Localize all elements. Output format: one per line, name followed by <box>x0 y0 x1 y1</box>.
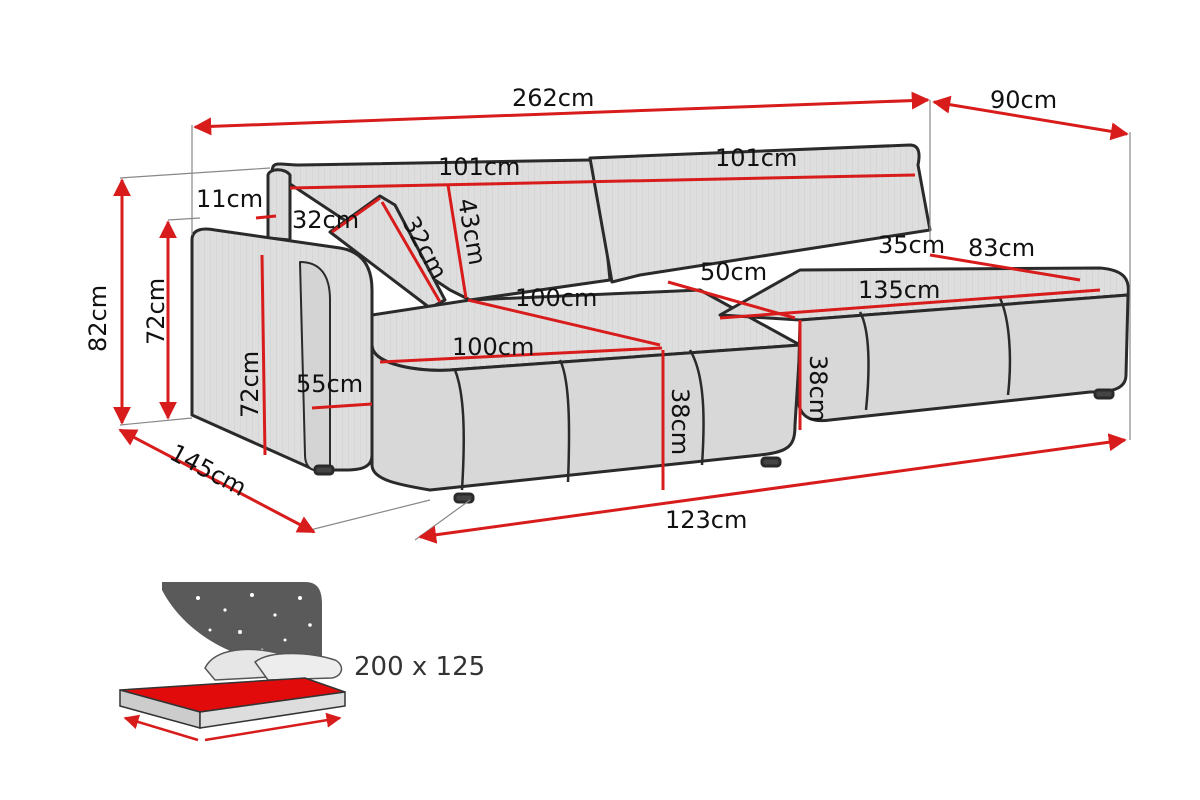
foot <box>760 456 782 468</box>
label-right-seat-width: 135cm <box>858 276 940 304</box>
label-chaise-length: 145cm <box>165 439 251 502</box>
dim-line-back-cushions <box>289 173 916 190</box>
bed-night-icon <box>119 582 346 742</box>
pillow-icon <box>253 652 343 681</box>
label-depth: 90cm <box>990 86 1057 114</box>
left-back-panel <box>266 168 292 242</box>
dim-line-seat-back-left <box>467 298 661 347</box>
dim-line-right-seat-depth <box>667 280 796 320</box>
label-back-cushion-right: 101cm <box>715 144 797 172</box>
label-right-seat-depth: 50cm <box>700 258 767 286</box>
right-seat-front <box>796 293 1130 423</box>
label-front-width: 123cm <box>665 506 747 534</box>
dim-line-depth <box>932 95 1129 141</box>
dim-line-front-width <box>418 433 1127 544</box>
sofa-arm <box>190 227 374 472</box>
label-pillow-width: 32cm <box>292 206 359 234</box>
sofa-drawing <box>190 143 1130 504</box>
foot <box>313 464 335 476</box>
label-arm-height-outer: 72cm <box>142 278 170 345</box>
dim-line-right-back-width <box>929 253 1081 282</box>
label-arm-width: 11cm <box>196 185 263 213</box>
label-seat-height-left: 38cm <box>666 388 694 455</box>
dim-line-arm-width <box>255 214 277 220</box>
sleeping-area-caption: 200 x 125 <box>354 652 485 682</box>
label-seat-height-right: 38cm <box>804 355 832 422</box>
dim-line-pillow-height <box>380 201 442 303</box>
label-seat-back-left: 100cm <box>515 284 597 312</box>
dimension-lines <box>113 91 1129 544</box>
dim-line-pillow-width <box>331 196 381 234</box>
dim-line-backrest-height <box>446 184 468 299</box>
label-seat-depth-left: 55cm <box>296 370 363 398</box>
dim-line-seat-front-left <box>379 346 663 364</box>
throw-pillow <box>328 194 447 310</box>
label-back-cushion-left: 101cm <box>438 153 520 181</box>
mattress-side-right <box>199 691 346 729</box>
stars <box>196 593 312 652</box>
dim-line-total-width <box>193 91 930 136</box>
dim-line-right-seat-width <box>719 288 1101 320</box>
arm-front-face <box>299 261 331 471</box>
foot <box>1093 388 1115 400</box>
dim-line-chaise-length <box>118 428 316 534</box>
dim-line-arm-height-inner <box>260 254 267 456</box>
label-total-width: 262cm <box>512 84 594 112</box>
label-right-back-height: 35cm <box>878 231 945 259</box>
dim-line-seat-depth-left <box>311 402 373 410</box>
label-arm-height-inner: 72cm <box>236 351 264 418</box>
moon-icon <box>162 590 240 660</box>
label-total-height: 82cm <box>84 285 112 352</box>
label-seat-front-left: 100cm <box>452 333 534 361</box>
label-right-back-width: 83cm <box>968 234 1035 262</box>
foot <box>453 492 475 504</box>
